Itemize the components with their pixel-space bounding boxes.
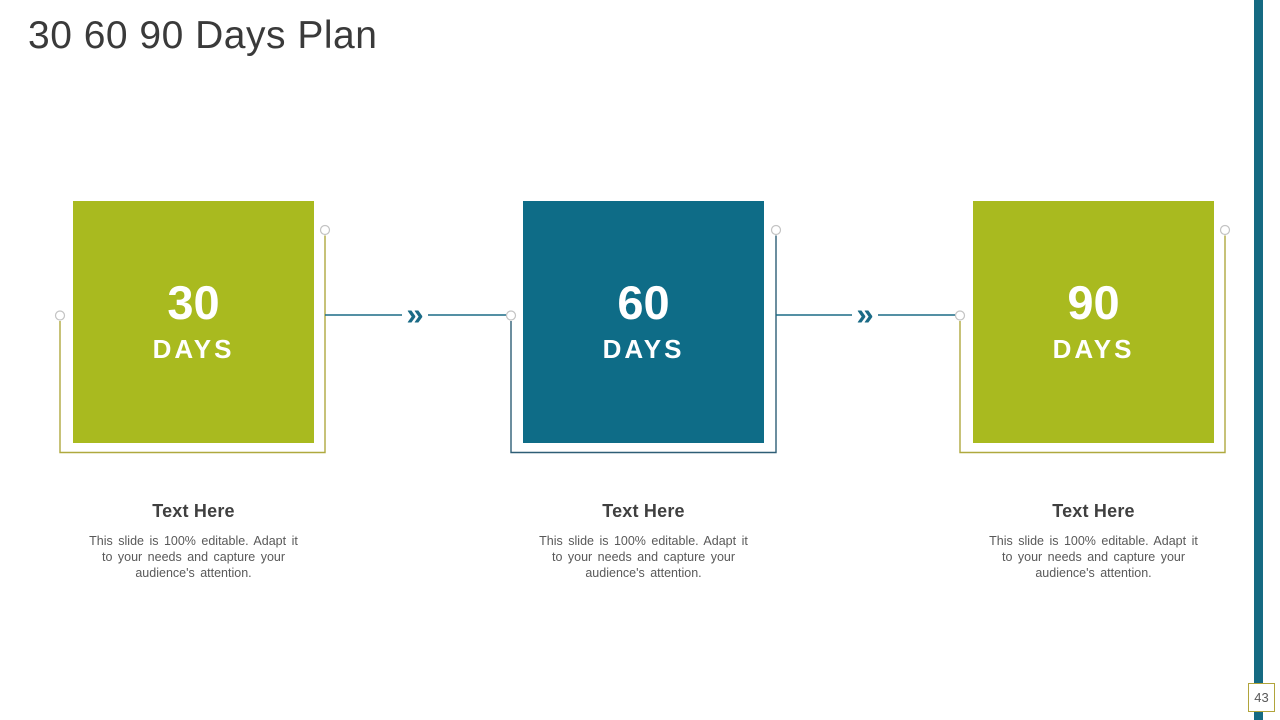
step-60: 60 DAYS Text Here This slide is 100% edi… <box>523 201 764 581</box>
step-heading: Text Here <box>1052 501 1135 521</box>
circle-marker <box>505 310 517 321</box>
circle-marker <box>54 310 66 321</box>
step-heading: Text Here <box>602 501 685 521</box>
slide-title: 30 60 90 Days Plan <box>28 14 378 57</box>
step-30: 30 DAYS Text Here This slide is 100% edi… <box>73 201 314 581</box>
step-days-label: DAYS <box>152 334 235 364</box>
page-number-badge: 43 <box>1248 683 1275 712</box>
circle-marker <box>770 224 782 236</box>
circle-marker <box>954 310 966 321</box>
double-chevron-icon: » <box>406 296 424 332</box>
step-number: 60 <box>617 276 670 329</box>
step-number: 90 <box>1067 276 1120 329</box>
step-description: This slide is 100% editable. Adapt it to… <box>989 534 1198 580</box>
double-chevron-icon: » <box>856 296 874 332</box>
page-number: 43 <box>1254 690 1269 705</box>
step-number: 30 <box>167 276 220 329</box>
step-description: This slide is 100% editable. Adapt it to… <box>89 534 298 580</box>
step-90-square: 90 DAYS <box>973 201 1214 443</box>
circle-marker <box>319 224 331 236</box>
step-days-label: DAYS <box>1052 334 1135 364</box>
step-description: This slide is 100% editable. Adapt it to… <box>539 534 748 580</box>
step-90: 90 DAYS Text Here This slide is 100% edi… <box>973 201 1214 581</box>
step-days-label: DAYS <box>602 334 685 364</box>
step-heading: Text Here <box>152 501 235 521</box>
side-accent-bar <box>1254 0 1263 720</box>
step-60-square: 60 DAYS <box>523 201 764 443</box>
step-30-square: 30 DAYS <box>73 201 314 443</box>
circle-marker <box>1219 224 1231 236</box>
